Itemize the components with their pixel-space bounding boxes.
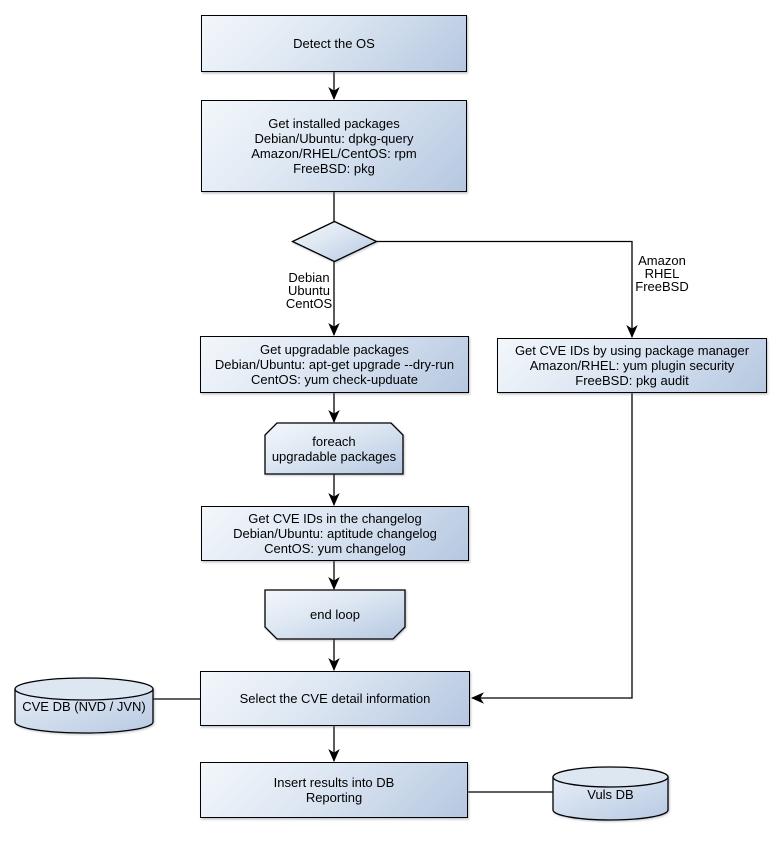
node-get-installed-packages: Get installed packages Debian/Ubuntu: dp… <box>201 100 467 192</box>
node-vuls-db-label: Vuls DB <box>587 787 634 802</box>
foreach-loop-start-shape <box>264 422 404 475</box>
node-get-cve-ids-changelog: Get CVE IDs in the changelog Debian/Ubun… <box>201 506 469 561</box>
node-detect-os: Detect the OS <box>201 15 467 72</box>
edge-label-left-branch: Debian Ubuntu CentOS <box>285 270 333 311</box>
node-select-cve-detail: Select the CVE detail information <box>200 671 470 726</box>
node-foreach-loop-start-label: foreach upgradable packages <box>271 433 397 464</box>
node-end-loop-label: end loop <box>310 607 360 622</box>
node-insert-results: Insert results into DB Reporting <box>200 762 468 818</box>
os-decision-diamond-shape <box>290 220 379 263</box>
edge-decision-to-package-manager <box>376 240 638 339</box>
edge-package-manager-to-select <box>470 393 633 704</box>
edge-label-right-branch: Amazon RHEL FreeBSD <box>635 253 689 294</box>
node-cve-db-label: CVE DB (NVD / JVN) <box>22 699 146 714</box>
node-get-upgradable-packages: Get upgradable packages Debian/Ubuntu: a… <box>200 336 469 393</box>
cve-db-cylinder-shape <box>14 677 154 734</box>
end-loop-shape <box>264 589 406 640</box>
node-get-cve-ids-package-manager: Get CVE IDs by using package manager Ama… <box>497 338 767 393</box>
vuls-db-cylinder-shape <box>552 766 669 821</box>
